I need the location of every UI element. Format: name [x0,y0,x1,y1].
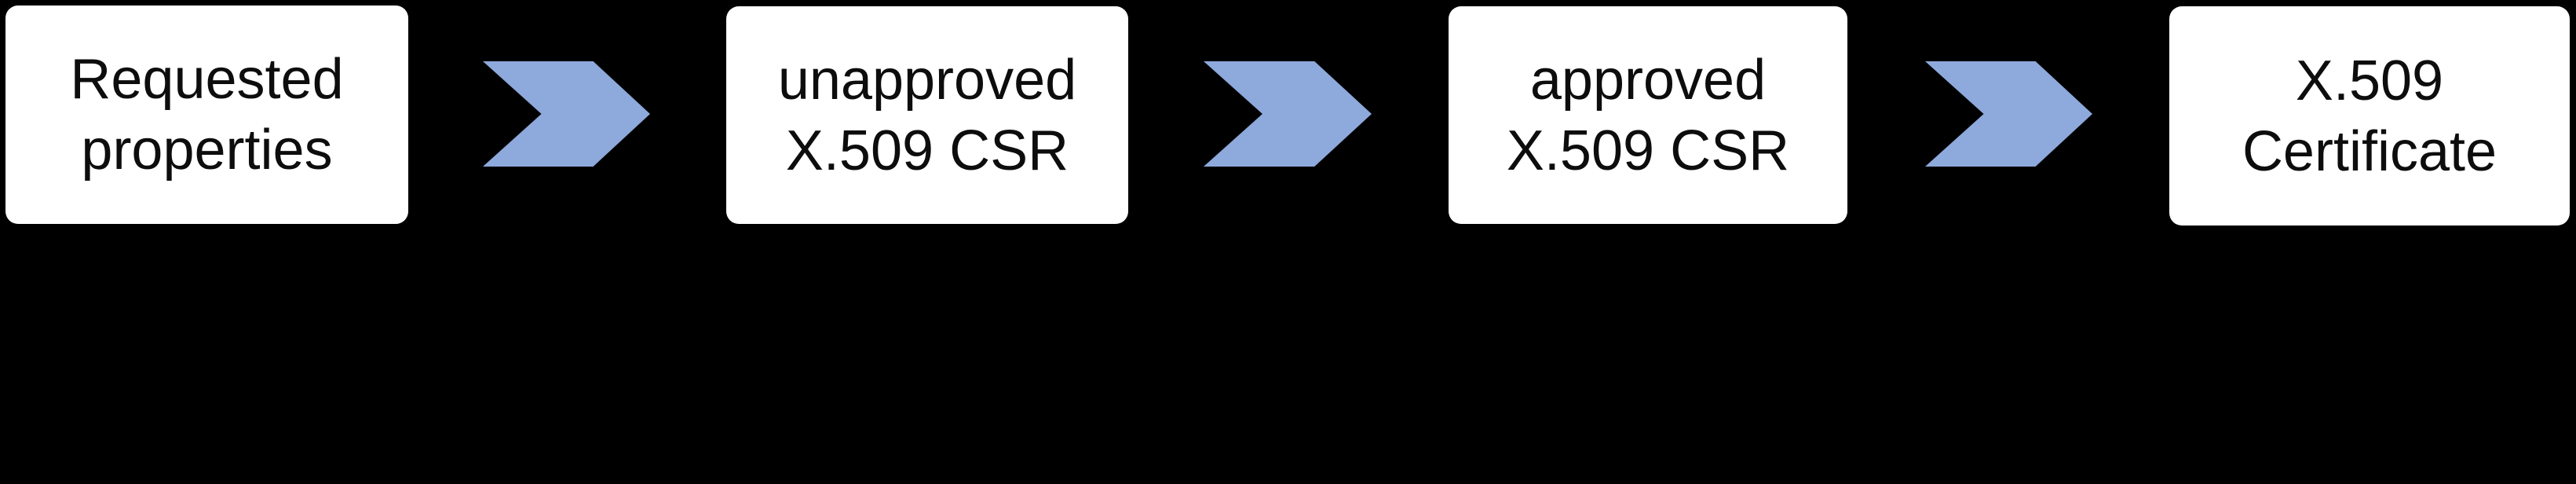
stage-box-requested-properties: Requested properties [5,6,408,224]
stage-label-line: properties [81,119,333,182]
stage-box-approved-csr: approved X.509 CSR [1449,6,1847,224]
stage-box-unapproved-csr: unapproved X.509 CSR [726,6,1128,224]
stage-label-line: Requested [70,48,344,111]
stage-label-line: X.509 CSR [1506,119,1790,182]
stage-box-x509-certificate: X.509 Certificate [2169,6,2570,226]
stage-label-line: Certificate [2242,119,2497,183]
chevron-right-icon [483,61,650,167]
stage-label-line: X.509 CSR [785,119,1069,182]
stage-label-line: approved [1529,48,1767,112]
chevron-right-icon [1204,61,1372,167]
stage-label-line: X.509 [2295,49,2444,112]
stage-label-line: unapproved [777,48,1077,112]
chevron-right-icon [1925,61,2092,167]
